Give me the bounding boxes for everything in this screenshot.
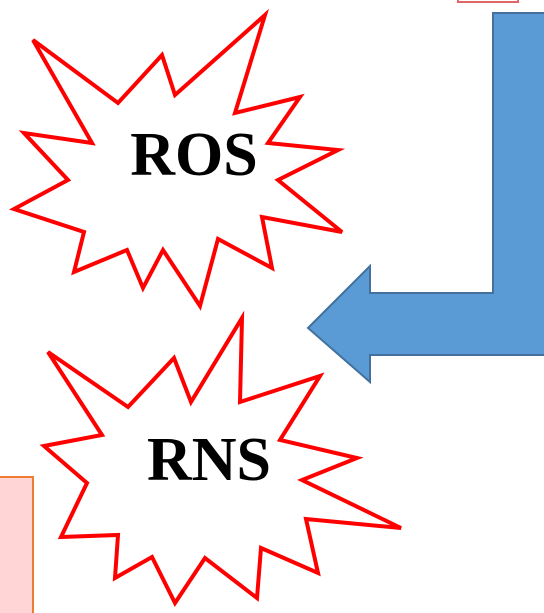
partial-pink-box: [0, 476, 34, 613]
burst-shape-ros: [8, 8, 346, 311]
ros-burst: ROS: [8, 8, 346, 311]
burst-shape-rns: [39, 310, 402, 607]
rns-label: RNS: [147, 426, 271, 494]
top-right-edge-box: [457, 0, 519, 3]
bent-arrow-left-shape: [306, 12, 544, 385]
rns-burst: RNS: [39, 310, 402, 607]
ros-label: ROS: [130, 121, 257, 189]
